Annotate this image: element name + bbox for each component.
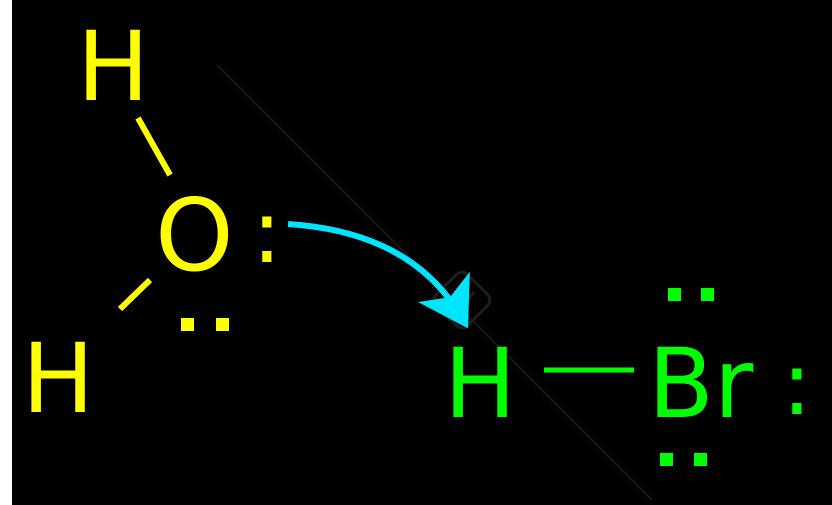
mechanism-canvas: H O : H H Br : — [22, 11, 812, 501]
hbr-bromine: Br — [648, 328, 754, 440]
bromine-lone-pair-bottom-icon — [660, 453, 707, 466]
water-oxygen: O — [155, 177, 234, 294]
water-bottom-hydrogen: H — [22, 323, 94, 435]
water-top-h-bond — [135, 116, 173, 177]
reaction-diagram: H O : H H Br : — [12, 0, 832, 505]
hbr-hydrogen: H — [444, 328, 516, 440]
bromine-lone-pair-right: : — [782, 332, 812, 435]
oxygen-lone-pair-right: : — [252, 180, 282, 283]
water-top-hydrogen: H — [77, 11, 149, 123]
oxygen-lone-pair-bottom-icon — [181, 318, 229, 331]
water-bottom-h-bond — [117, 277, 153, 312]
bromine-lone-pair-top-icon — [668, 288, 714, 301]
curved-arrow-icon — [287, 221, 470, 329]
